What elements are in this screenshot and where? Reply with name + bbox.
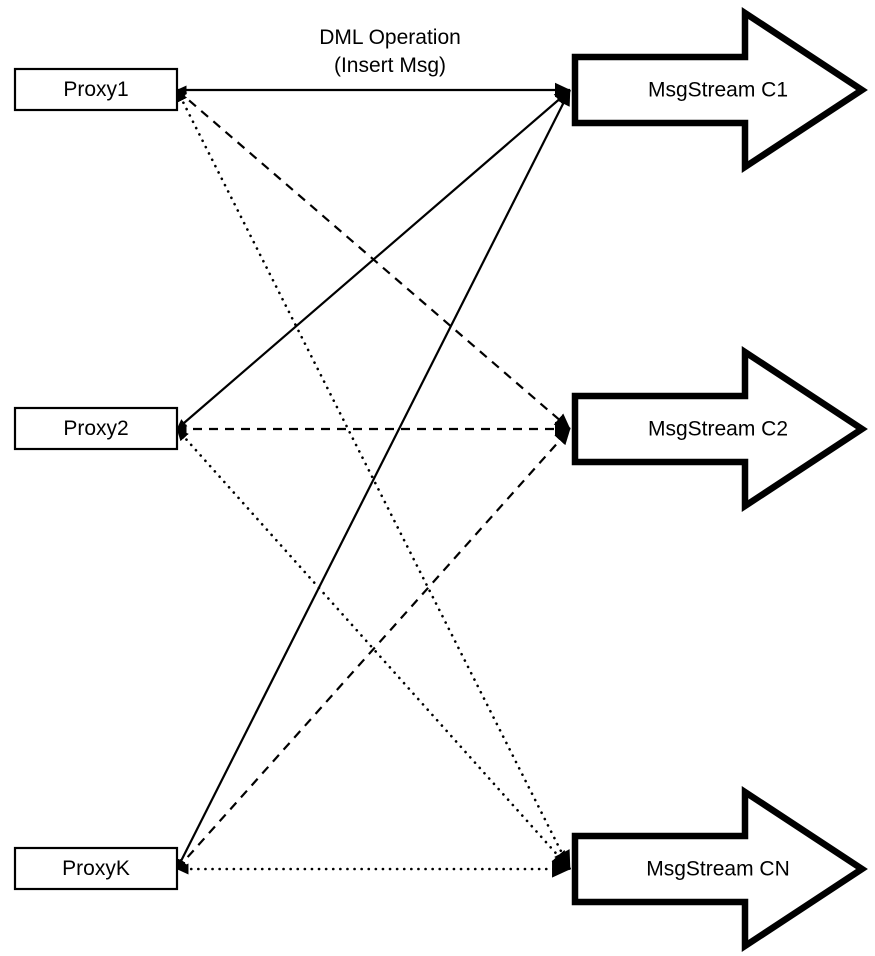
msgstream-label-c2: MsgStream C2 (648, 418, 788, 441)
msgstream-label-cn: MsgStream CN (646, 858, 790, 881)
msgstream-label-c1: MsgStream C1 (648, 79, 788, 102)
connection-proxyk-c1[interactable] (176, 89, 571, 870)
annotation-dml-operation: DML Operation (Insert Msg) (319, 26, 461, 77)
proxy-label-proxy1: Proxy1 (63, 78, 128, 101)
proxy-box-proxyk (13, 846, 179, 891)
connection-proxy2-c1[interactable] (176, 89, 571, 430)
msgstream-arrow-shape-cn (571, 785, 868, 953)
msgstream-node-cn[interactable]: MsgStream CN (571, 785, 868, 953)
proxy-box-proxy1 (13, 67, 179, 112)
annotation-line2-dml-operation: (Insert Msg) (334, 54, 446, 77)
proxy-label-proxyk: ProxyK (62, 857, 130, 880)
msgstream-arrow-shape-c2 (571, 345, 868, 513)
msgstream-node-c2[interactable]: MsgStream C2 (571, 345, 868, 513)
streams-layer: MsgStream C1 MsgStream C2 MsgStream CN (571, 6, 868, 953)
annotations-layer: DML Operation (Insert Msg) (319, 26, 461, 77)
proxy-label-proxy2: Proxy2 (63, 417, 128, 440)
proxy-node-proxy1[interactable]: Proxy1 (13, 67, 179, 112)
connections-layer (175, 82, 572, 878)
msgstream-arrow-shape-c1 (571, 6, 868, 174)
proxy-node-proxyk[interactable]: ProxyK (13, 846, 179, 891)
msgstream-node-c1[interactable]: MsgStream C1 (571, 6, 868, 174)
proxy-node-proxy2[interactable]: Proxy2 (13, 406, 179, 451)
annotation-line1-dml-operation: DML Operation (319, 26, 461, 49)
connection-proxyk-c2[interactable] (176, 428, 571, 870)
proxy-box-proxy2 (13, 406, 179, 451)
